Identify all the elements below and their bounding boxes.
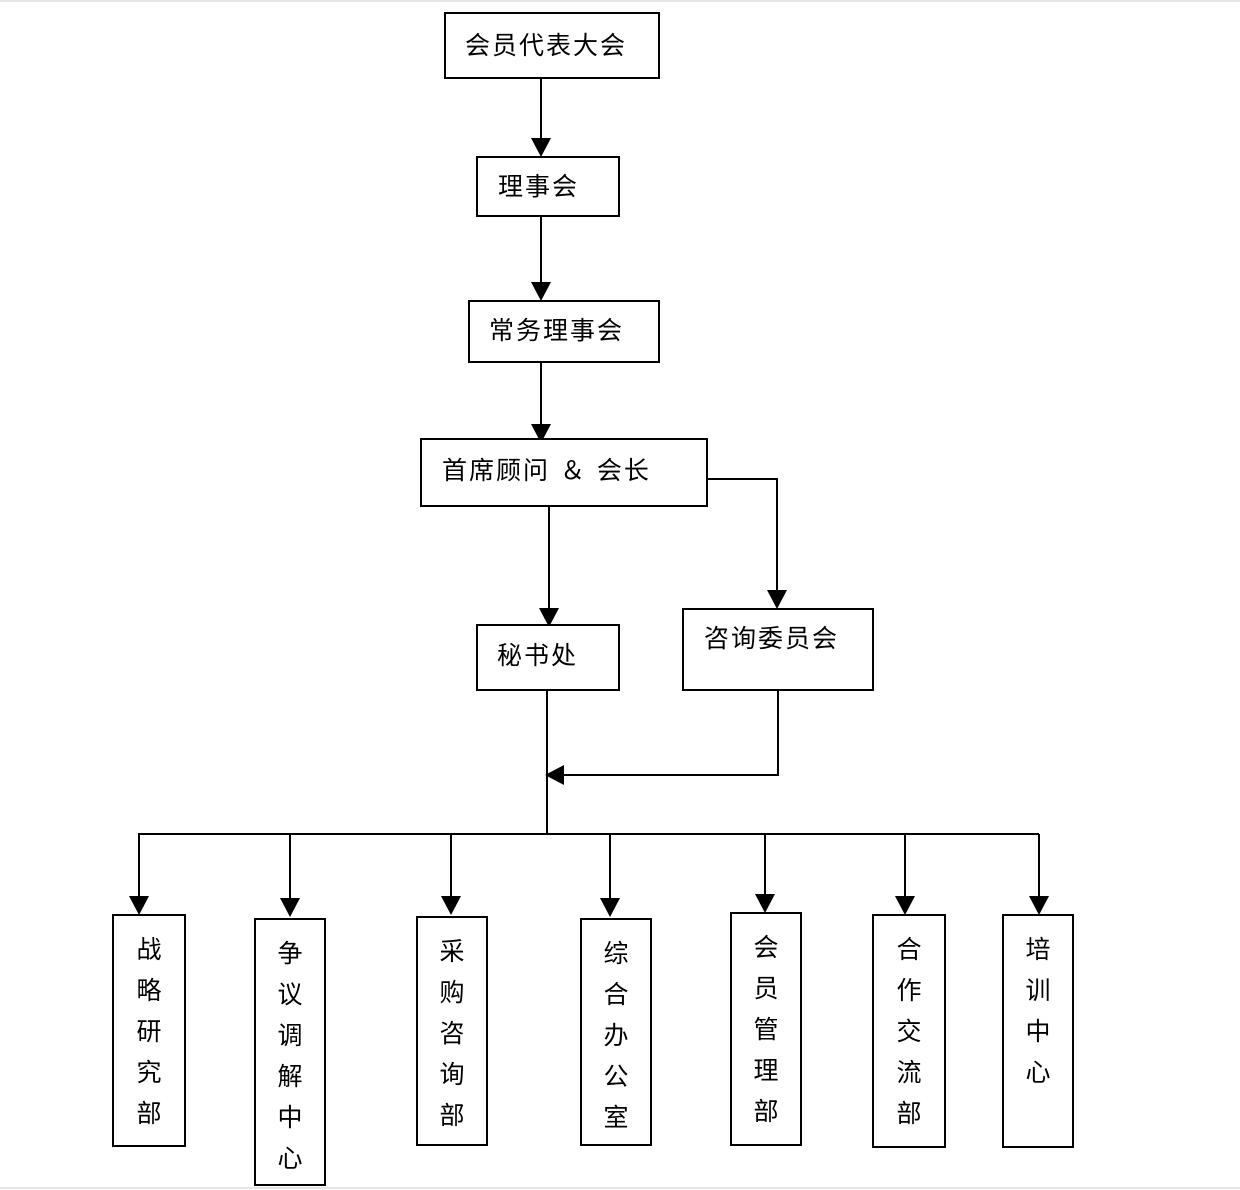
arrowhead-dept-1 xyxy=(129,896,149,915)
department-label-1: 战略研究部 xyxy=(136,935,162,1128)
arrowhead-dept-7 xyxy=(1029,896,1049,915)
council-box: 理事会 xyxy=(476,156,620,217)
council-label: 理事会 xyxy=(498,172,580,201)
arrowhead-dept-6 xyxy=(895,896,915,915)
department-box-2: 争议调解中心 xyxy=(254,918,326,1186)
arrowhead-council xyxy=(531,138,551,157)
secretariat-box: 秘书处 xyxy=(476,624,620,691)
department-box-4: 综合办公室 xyxy=(580,918,652,1146)
department-label-4: 综合办公室 xyxy=(603,939,629,1132)
arrowhead-standing xyxy=(531,282,551,301)
department-box-5: 会员管理部 xyxy=(730,912,802,1146)
department-label-5: 会员管理部 xyxy=(753,933,779,1126)
department-label-2: 争议调解中心 xyxy=(277,939,303,1173)
arrowhead-dept-4 xyxy=(600,898,620,917)
leadership-box: 首席顾问 ＆ 会长 xyxy=(420,438,708,507)
department-label-3: 采购咨询部 xyxy=(439,937,465,1130)
department-box-7: 培训中心 xyxy=(1002,914,1074,1148)
standing-council-label: 常务理事会 xyxy=(489,316,625,345)
department-label-7: 培训中心 xyxy=(1025,935,1051,1087)
department-box-1: 战略研究部 xyxy=(112,914,186,1147)
general-assembly-label: 会员代表大会 xyxy=(465,31,628,60)
arrowhead-secretariat xyxy=(539,608,559,627)
arrowhead-dept-3 xyxy=(441,896,461,915)
department-box-6: 合作交流部 xyxy=(872,914,946,1148)
general-assembly-box: 会员代表大会 xyxy=(444,12,660,79)
arrowhead-dept-5 xyxy=(755,894,775,913)
department-box-3: 采购咨询部 xyxy=(416,916,488,1146)
arrowhead-advisory xyxy=(767,590,787,609)
advisory-committee-box: 咨询委员会 xyxy=(682,608,874,691)
connector-advisory-merge xyxy=(562,690,779,776)
page-top-rule xyxy=(0,0,1240,2)
advisory-committee-label: 咨询委员会 xyxy=(704,624,840,653)
department-label-6: 合作交流部 xyxy=(896,935,922,1128)
arrowhead-leadership xyxy=(531,424,551,443)
standing-council-box: 常务理事会 xyxy=(468,300,660,363)
secretariat-label: 秘书处 xyxy=(497,641,579,670)
page-bottom-rule xyxy=(0,1187,1240,1189)
arrowhead-merge xyxy=(545,765,564,785)
arrowhead-dept-2 xyxy=(280,898,300,917)
connector-leadership-advisory xyxy=(707,478,778,592)
leadership-label: 首席顾问 ＆ 会长 xyxy=(442,456,651,485)
